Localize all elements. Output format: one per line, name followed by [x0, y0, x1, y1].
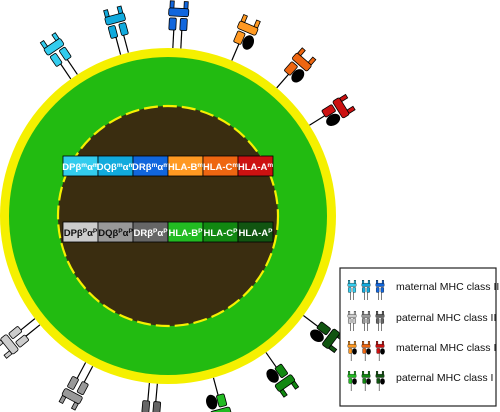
legend-mhc-class1-icon — [375, 371, 385, 391]
gene-label: HLA-Cm — [203, 162, 239, 174]
mhc-class1-molecule — [303, 315, 346, 354]
legend-label: paternal MHC class I — [396, 372, 493, 384]
gene-segment: HLA-Bm — [167, 155, 204, 177]
gene-segment: HLA-BP — [167, 221, 204, 243]
legend-mhc-class2-icon — [361, 280, 371, 300]
legend-mhc-class2-icon — [361, 311, 371, 331]
legend-mhc-class2-icon — [347, 280, 357, 300]
mhc-class2-molecule — [141, 382, 162, 412]
legend: maternal MHC class II paternal MHC class … — [339, 267, 499, 407]
legend-label: maternal MHC class II — [396, 281, 499, 293]
mhc-class2-molecule — [39, 32, 78, 80]
legend-item: maternal MHC class II — [347, 280, 499, 300]
mhc-class1-molecule — [276, 47, 317, 89]
gene-label: DPβPαP — [64, 228, 98, 240]
legend-item: paternal MHC class II — [347, 311, 496, 331]
gene-label: DQβmαm — [97, 162, 135, 174]
mhc-class2-molecule — [58, 362, 94, 411]
legend-item: paternal MHC class I — [347, 371, 493, 391]
mhc-class2-molecule — [103, 5, 129, 55]
gene-segment: DQβmαm — [97, 155, 135, 177]
gene-segment: HLA-Cm — [202, 155, 239, 177]
nucleus — [58, 106, 278, 326]
gene-label: HLA-Am — [238, 162, 274, 174]
legend-label: paternal MHC class II — [396, 312, 496, 324]
gene-segment: DRβPαP — [132, 221, 169, 243]
legend-item: maternal MHC class I — [347, 341, 496, 361]
gene-label: HLA-BP — [169, 228, 204, 240]
gene-segment: HLA-Am — [237, 155, 274, 177]
gene-label: HLA-CP — [204, 228, 239, 240]
legend-mhc-class1-icon — [347, 371, 357, 391]
gene-label: DQβPαP — [98, 228, 133, 240]
legend-mhc-class2-icon — [375, 280, 385, 300]
legend-mhc-class1-icon — [375, 341, 385, 361]
mhc-class2-molecule — [168, 0, 190, 49]
mhc-class1-molecule — [309, 93, 356, 127]
surface-molecules — [0, 0, 356, 412]
mhc-class2-molecule — [0, 318, 41, 359]
gene-label: DRβmαm — [132, 162, 169, 174]
legend-mhc-class2-icon — [347, 311, 357, 331]
mhc-class1-molecule — [265, 352, 300, 398]
legend-label: maternal MHC class I — [396, 342, 496, 354]
gene-label: HLA-Bm — [168, 162, 204, 174]
legend-mhc-class2-icon — [375, 311, 385, 331]
gene-segment: DPβPαP — [62, 221, 99, 243]
nuclear-envelope — [56, 104, 280, 328]
mhc-class1-molecule — [206, 377, 232, 412]
gene-segment: DRβmαm — [132, 155, 169, 177]
gene-segment: HLA-AP — [237, 221, 274, 243]
legend-mhc-class1-icon — [361, 371, 371, 391]
gene-segment: HLA-CP — [202, 221, 239, 243]
gene-segment: DPβmαm — [62, 155, 99, 177]
gene-label: DPβmαm — [62, 162, 99, 174]
legend-mhc-class1-icon — [361, 341, 371, 361]
legend-mhc-class1-icon — [347, 341, 357, 361]
gene-label: HLA-AP — [239, 228, 274, 240]
gene-segment: DQβPαP — [97, 221, 133, 243]
gene-label: DRβPαP — [133, 228, 168, 240]
mhc-class1-molecule — [231, 14, 261, 61]
